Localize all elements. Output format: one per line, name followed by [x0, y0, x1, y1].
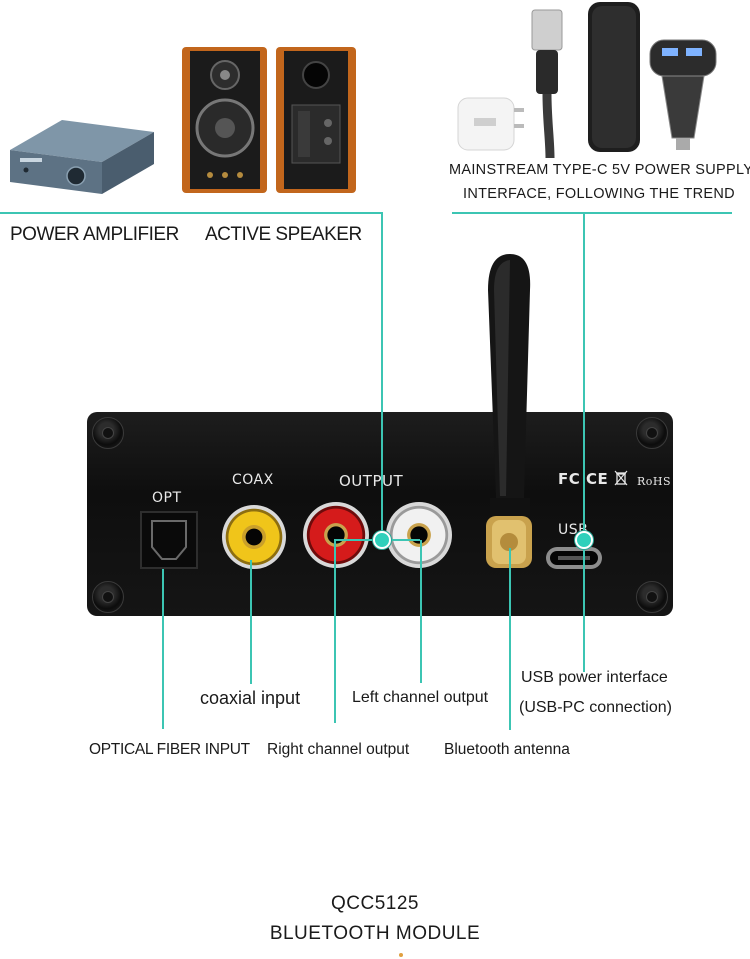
right-channel-rca-jack — [303, 502, 369, 568]
left-channel-rca-jack — [386, 502, 452, 568]
left-channel-output-label: Left channel output — [352, 689, 489, 706]
optical-leader — [162, 569, 164, 729]
bottom-decoration-mark — [399, 953, 403, 957]
coaxial-leader — [250, 560, 252, 684]
output-vertical-leader — [381, 212, 383, 540]
power-sources-image — [450, 0, 730, 160]
type-c-label-line2: INTERFACE, FOLLOWING THE TREND — [463, 186, 735, 202]
usb-power-label-line1: USB power interface — [521, 669, 668, 686]
coax-rca-jack — [222, 505, 286, 569]
usb-power-label-line2: (USB-PC connection) — [519, 699, 672, 716]
fc-mark: FC — [558, 470, 581, 488]
bluetooth-antenna — [470, 250, 550, 580]
power-amplifier-image — [6, 110, 156, 198]
weee-bin-icon — [614, 470, 628, 486]
optical-fiber-input-label: OPTICAL FIBER INPUT — [89, 741, 250, 758]
optical-port — [140, 511, 198, 569]
usb-connector-dot — [575, 531, 593, 549]
left-channel-leader — [420, 540, 422, 683]
power-amplifier-label: POWER AMPLIFIER — [10, 224, 179, 245]
right-channel-output-label: Right channel output — [267, 741, 410, 758]
screw-top-left — [92, 417, 124, 449]
antenna-leader — [509, 548, 511, 730]
usb-c-port — [546, 547, 602, 569]
screw-bottom-right — [636, 581, 668, 613]
coax-panel-label: COAX — [232, 472, 274, 488]
type-c-label-line1: MAINSTREAM TYPE-C 5V POWER SUPPLY — [449, 162, 750, 178]
chip-model-label: QCC5125 — [331, 893, 419, 914]
active-speaker-image — [180, 45, 360, 195]
ce-mark: CE — [586, 470, 609, 488]
rohs-mark: RoHS — [637, 475, 672, 488]
output-panel-label: OUTPUT — [339, 472, 404, 490]
top-right-horizontal-leader — [452, 212, 732, 214]
screw-bottom-left — [92, 581, 124, 613]
usb-vertical-leader — [583, 212, 585, 672]
top-horizontal-leader — [0, 212, 382, 214]
active-speaker-label: ACTIVE SPEAKER — [205, 224, 362, 245]
output-connector-dot — [373, 531, 391, 549]
coaxial-input-label: coaxial input — [200, 688, 301, 708]
bluetooth-module-label: BLUETOOTH MODULE — [269, 923, 481, 944]
screw-top-right — [636, 417, 668, 449]
bluetooth-antenna-label: Bluetooth antenna — [444, 741, 570, 758]
opt-panel-label: OPT — [152, 490, 182, 506]
right-channel-leader — [334, 540, 336, 723]
